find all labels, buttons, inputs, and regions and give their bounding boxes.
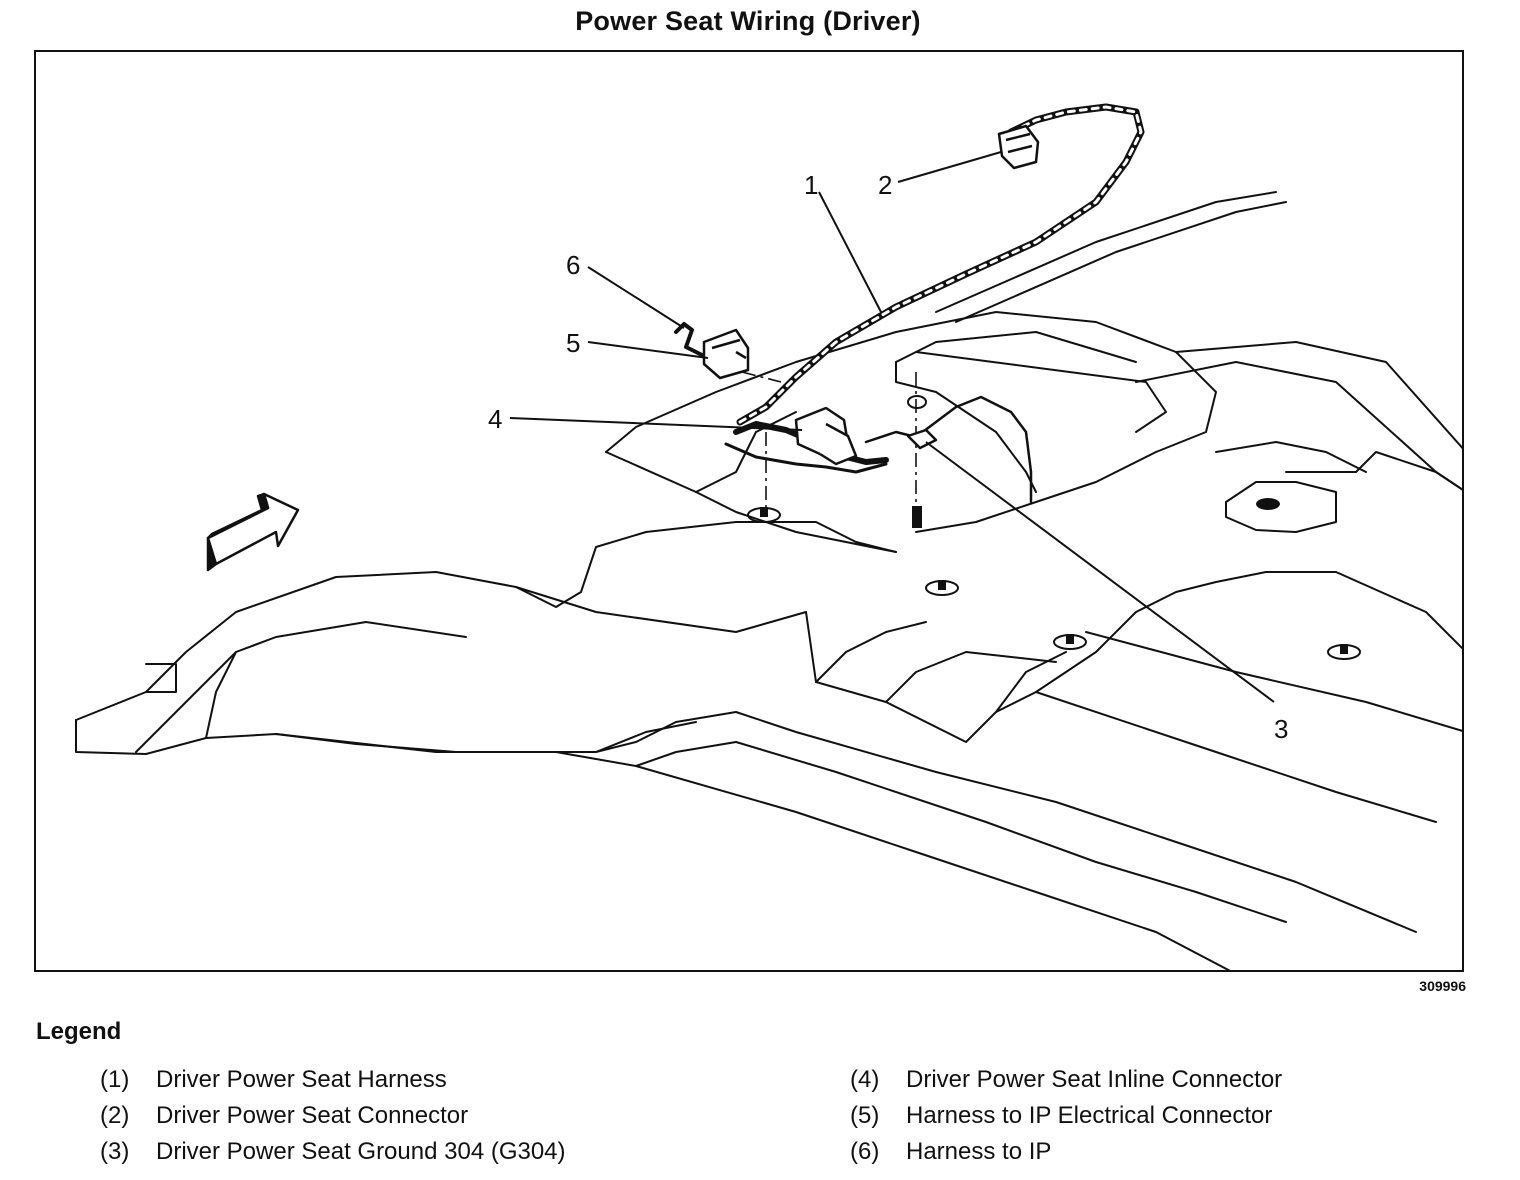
- legend-item: (6) Harness to IP: [850, 1138, 1282, 1174]
- leader-2: [897, 151, 1002, 183]
- legend-item-label: Driver Power Seat Ground 304 (G304): [156, 1138, 566, 1165]
- legend-item-number: (6): [850, 1138, 880, 1165]
- legend-item: (5) Harness to IP Electrical Connector: [850, 1102, 1282, 1138]
- diagram-frame: 1 2 3 4 5 6: [34, 50, 1464, 972]
- legend-heading: Legend: [36, 1018, 122, 1045]
- legend-column-left: (1) Driver Power Seat Harness (2) Driver P…: [100, 1066, 566, 1174]
- legend-item-number: (3): [100, 1138, 130, 1165]
- leader-4: [509, 417, 803, 431]
- legend-item: (1) Driver Power Seat Harness: [100, 1066, 566, 1102]
- seat-track: [935, 191, 1277, 313]
- legend-column-right: (4) Driver Power Seat Inline Connector (5…: [850, 1066, 1282, 1174]
- leader-5: [587, 341, 709, 359]
- seat-connector-shape: [997, 124, 1040, 170]
- callout-2: 2: [878, 170, 892, 200]
- diagram-title: Power Seat Wiring (Driver): [575, 6, 921, 36]
- leader-3: [925, 441, 1275, 703]
- front-crossmember: [75, 521, 897, 721]
- leader-6: [587, 266, 685, 329]
- forward-arrow-icon: [206, 492, 300, 572]
- legend-item-label: Harness to IP Electrical Connector: [906, 1102, 1273, 1129]
- legend-item-label: Driver Power Seat Connector: [156, 1102, 469, 1129]
- figure-number: 309996: [1419, 978, 1466, 994]
- callout-3: 3: [1274, 714, 1288, 744]
- legend-item: (3) Driver Power Seat Ground 304 (G304): [100, 1138, 566, 1174]
- legend-item-label: Driver Power Seat Inline Connector: [906, 1066, 1283, 1093]
- callout-5: 5: [566, 328, 580, 358]
- callout-1: 1: [804, 170, 818, 200]
- seat-platform: [605, 311, 1217, 533]
- floor-pan-outline: [75, 719, 1231, 970]
- legend-item-number: (1): [100, 1066, 130, 1093]
- leader-1: [818, 191, 882, 313]
- legend-item-number: (5): [850, 1102, 880, 1129]
- legend-item: (2) Driver Power Seat Connector: [100, 1102, 566, 1138]
- callout-6: 6: [566, 250, 580, 280]
- callout-4: 4: [488, 404, 502, 434]
- legend-item: (4) Driver Power Seat Inline Connector: [850, 1066, 1282, 1102]
- mount-bolt: [1256, 498, 1280, 510]
- legend-item-label: Harness to IP: [906, 1138, 1052, 1165]
- center-tunnel: [805, 571, 1462, 743]
- legend-item-label: Driver Power Seat Harness: [156, 1066, 447, 1093]
- legend-item-number: (2): [100, 1102, 130, 1129]
- wiring-illustration: 1 2 3 4 5 6: [75, 103, 1462, 970]
- legend-item-number: (4): [850, 1066, 880, 1093]
